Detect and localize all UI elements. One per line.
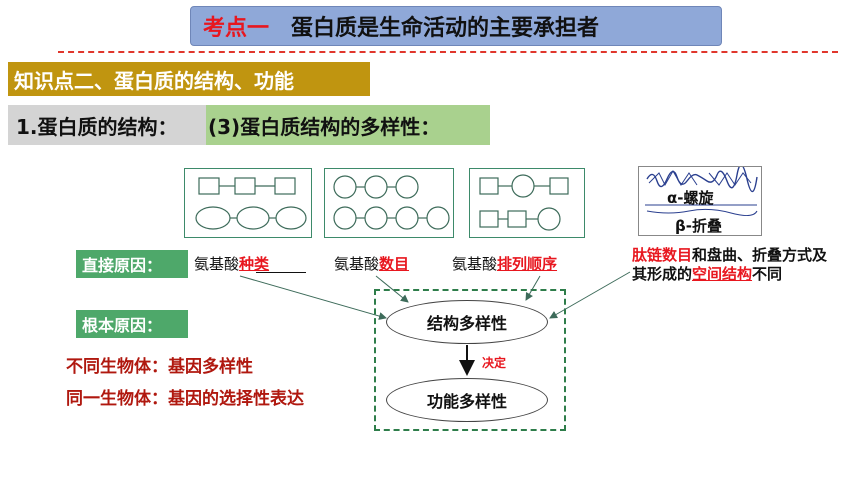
peptide-cause-text: 肽链数目和盘曲、折叠方式及其形成的空间结构不同	[632, 246, 832, 284]
helix-scribble-icon	[645, 167, 758, 217]
sequence-number-box	[324, 168, 454, 238]
amino-acid-prefix: 氨基酸	[334, 255, 380, 273]
subsection-heading: 1.蛋白质的结构：	[8, 105, 206, 145]
arrow-number-to-structure	[375, 275, 409, 303]
direct-cause-label: 直接原因：	[76, 250, 188, 278]
title-highlight: 考点一	[203, 16, 270, 41]
fill-blank-line	[256, 272, 306, 273]
knowledge-point-heading: 知识点二、蛋白质的结构、功能	[8, 62, 370, 96]
arrow-order-to-structure	[525, 275, 541, 301]
cause-type-key: 种类	[239, 255, 270, 273]
page-title: 蛋白质是生命活动的主要承担者	[291, 16, 600, 41]
peptide-count-key: 肽链数目	[632, 246, 693, 264]
cause-order-key: 排列顺序	[497, 255, 558, 273]
diversity-diagram-frame	[374, 289, 566, 431]
secondary-structure-box: α-螺旋 β-折叠	[638, 166, 762, 236]
arrow-peptide-to-structure	[549, 271, 631, 319]
root-cause-label: 根本原因：	[76, 310, 188, 338]
structure-diversity-node: 结构多样性	[386, 300, 548, 344]
header-divider	[58, 51, 838, 53]
subsection-subheading: (3)蛋白质结构的多样性：	[206, 105, 490, 145]
amino-acid-order-icon	[479, 174, 569, 231]
sequence-order-box	[469, 168, 585, 238]
section-title-banner: 考点一 蛋白质是生命活动的主要承担者	[190, 6, 722, 46]
amino-acid-prefix: 氨基酸	[194, 255, 240, 273]
peptide-different-text: 不同	[752, 265, 783, 283]
amino-acid-number-icon	[333, 175, 450, 230]
decides-label: 决定	[482, 356, 507, 370]
direct-cause-number: 氨基酸数目	[334, 253, 409, 274]
cause-number-key: 数目	[379, 255, 410, 273]
function-diversity-node: 功能多样性	[386, 378, 548, 422]
spatial-structure-key: 空间结构	[692, 265, 753, 283]
sequence-type-box	[184, 168, 312, 238]
peptide-fold-text: 和盘曲、折叠方式及其形成的	[632, 246, 828, 283]
alpha-helix-label: α-螺旋	[667, 189, 714, 207]
beta-sheet-label: β-折叠	[675, 217, 722, 235]
root-cause-line-same: 同一生物体：基因的选择性表达	[66, 389, 304, 409]
arrow-type-to-structure	[239, 275, 387, 320]
direct-cause-type: 氨基酸种类	[194, 253, 269, 274]
amino-acid-type-icon	[195, 177, 307, 230]
root-cause-line-different: 不同生物体：基因多样性	[66, 357, 253, 377]
amino-acid-prefix: 氨基酸	[452, 255, 498, 273]
direct-cause-order: 氨基酸排列顺序	[452, 253, 557, 274]
